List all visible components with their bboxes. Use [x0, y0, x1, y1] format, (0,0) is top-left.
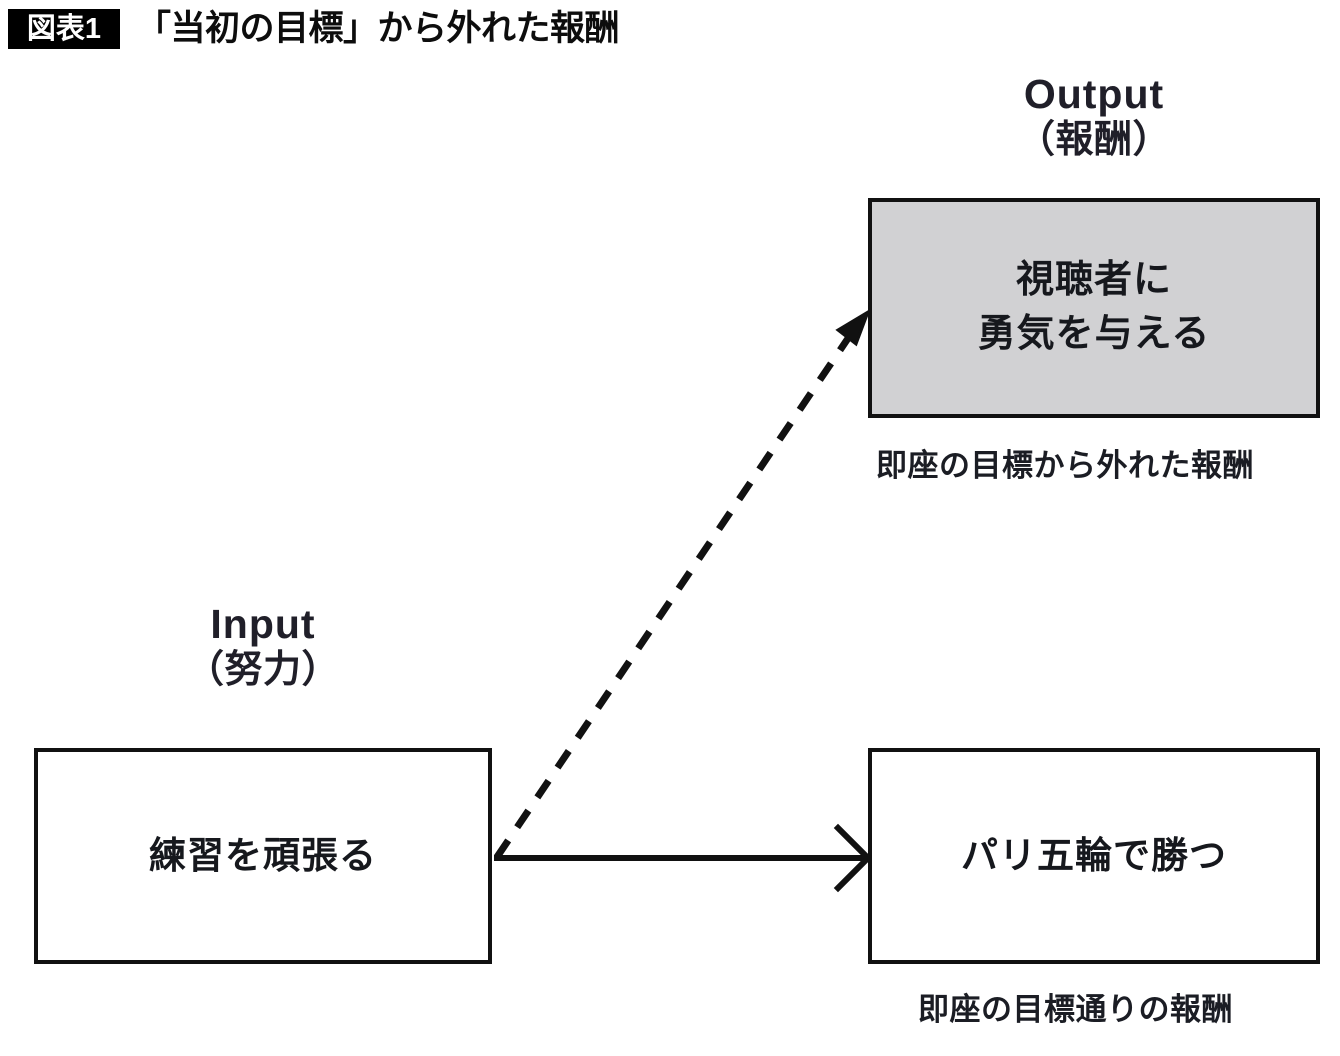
node-output-text: 視聴者に 勇気を与える: [978, 254, 1211, 362]
group-label-output: Output （報酬）: [868, 70, 1320, 163]
node-input-text: 練習を頑張る: [149, 835, 377, 877]
node-goal-text: パリ五輪で勝つ: [961, 835, 1227, 877]
group-label-input-jp: （努力）: [185, 649, 340, 692]
group-label-output-en: Output: [1023, 71, 1165, 117]
node-output-text-line1: 視聴者に: [1015, 259, 1172, 302]
figure-title: 「当初の目標」から外れた報酬: [136, 9, 620, 48]
arrowhead-solid: [833, 823, 873, 893]
figure-number-badge: 図表1: [8, 9, 120, 49]
group-label-input: Input （努力）: [34, 600, 492, 693]
arrowhead-dashed: [835, 308, 871, 347]
group-label-input-en: Input: [210, 601, 316, 647]
caption-goal: 即座の目標通りの報酬: [918, 992, 1233, 1027]
caption-output: 即座の目標から外れた報酬: [876, 448, 1254, 483]
figure-header: 図表1 「当初の目標」から外れた報酬: [0, 0, 1340, 62]
node-output-box[interactable]: 視聴者に 勇気を与える: [868, 198, 1320, 418]
node-goal-box[interactable]: パリ五輪で勝つ: [868, 748, 1320, 964]
node-input-box[interactable]: 練習を頑張る: [34, 748, 492, 964]
node-output-text-line2: 勇気を与える: [977, 313, 1211, 355]
edge-input-to-output: [494, 308, 871, 859]
edge-input-to-goal: [494, 823, 873, 893]
group-label-output-jp: （報酬）: [1016, 119, 1171, 162]
